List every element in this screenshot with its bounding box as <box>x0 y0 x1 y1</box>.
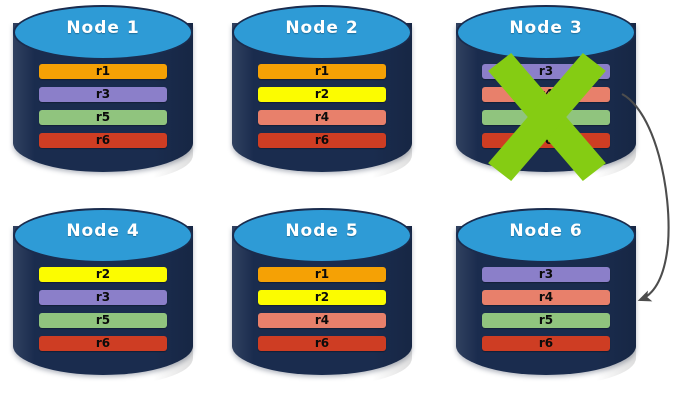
cylinder-top-ellipse <box>13 208 193 263</box>
replica-bar[interactable]: r3 <box>482 267 610 282</box>
replica-bar[interactable]: r6 <box>258 133 386 148</box>
node-cylinder-6[interactable]: Node 6 r3 r4 r5 r6 <box>456 208 636 391</box>
replica-bar[interactable]: r5 <box>39 110 167 125</box>
replica-bar[interactable]: r3 <box>39 87 167 102</box>
replica-bar[interactable]: r3 <box>39 290 167 305</box>
replica-list: r1 r3 r5 r6 <box>39 64 167 148</box>
cylinder-top-ellipse <box>232 5 412 60</box>
replica-bar[interactable]: r2 <box>258 290 386 305</box>
replica-bar[interactable]: r1 <box>39 64 167 79</box>
node-cylinder-2[interactable]: Node 2 r1 r2 r4 r6 <box>232 5 412 188</box>
node-cylinder-4[interactable]: Node 4 r2 r3 r5 r6 <box>13 208 193 391</box>
replica-list: r2 r3 r5 r6 <box>39 267 167 351</box>
node-cylinder-5[interactable]: Node 5 r1 r2 r4 r6 <box>232 208 412 391</box>
replica-bar[interactable]: r6 <box>39 133 167 148</box>
replica-list: r1 r2 r4 r6 <box>258 64 386 148</box>
replica-list: r3 r4 r5 r6 <box>482 267 610 351</box>
cylinder-top-ellipse <box>13 5 193 60</box>
replica-list: r1 r2 r4 r6 <box>258 267 386 351</box>
node-label: Node 4 <box>66 221 140 241</box>
replica-bar[interactable]: r6 <box>258 336 386 351</box>
node-cylinder-1[interactable]: Node 1 r1 r3 r5 r6 <box>13 5 193 188</box>
cylinder-top-ellipse <box>232 208 412 263</box>
replica-bar[interactable]: r5 <box>482 110 610 125</box>
replica-bar[interactable]: r6 <box>482 336 610 351</box>
node-label: Node 1 <box>66 18 140 38</box>
replica-list: r3 r4 r5 r6 <box>482 64 610 148</box>
replica-bar[interactable]: r6 <box>482 133 610 148</box>
replica-bar[interactable]: r5 <box>39 313 167 328</box>
replica-bar[interactable]: r6 <box>39 336 167 351</box>
node-label: Node 5 <box>285 221 359 241</box>
replica-bar[interactable]: r1 <box>258 267 386 282</box>
replica-bar[interactable]: r3 <box>482 64 610 79</box>
cylinder-top-ellipse <box>456 208 636 263</box>
replica-bar[interactable]: r2 <box>39 267 167 282</box>
replica-bar[interactable]: r4 <box>258 110 386 125</box>
node-label: Node 6 <box>509 221 583 241</box>
replica-bar[interactable]: r4 <box>482 290 610 305</box>
replica-bar[interactable]: r5 <box>482 313 610 328</box>
replica-bar[interactable]: r4 <box>482 87 610 102</box>
cylinder-top-ellipse <box>456 5 636 60</box>
replica-bar[interactable]: r4 <box>258 313 386 328</box>
node-label: Node 2 <box>285 18 359 38</box>
replica-bar[interactable]: r2 <box>258 87 386 102</box>
node-label: Node 3 <box>509 18 583 38</box>
node-cylinder-3[interactable]: Node 3 r3 r4 r5 r6 <box>456 5 636 188</box>
replica-bar[interactable]: r1 <box>258 64 386 79</box>
